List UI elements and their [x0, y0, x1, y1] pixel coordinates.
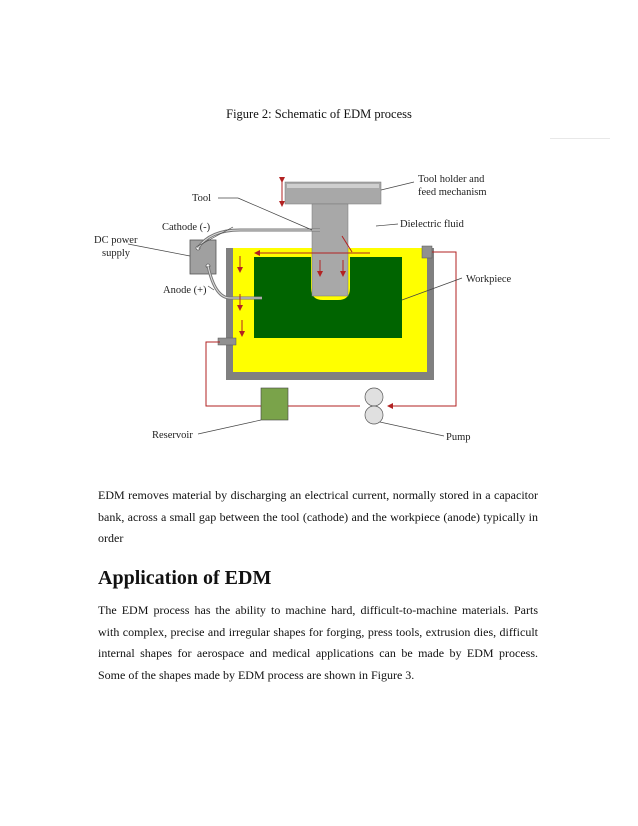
tool-electrode — [284, 181, 382, 297]
label-anode: Anode (+) — [163, 285, 207, 296]
label-reservoir: Reservoir — [152, 430, 193, 441]
label-tool-holder-1: Tool holder and — [418, 174, 485, 185]
section-heading: Application of EDM — [98, 567, 272, 589]
scan-line — [550, 138, 610, 139]
label-workpiece: Workpiece — [466, 274, 512, 285]
label-tool-holder-2: feed mechanism — [418, 187, 487, 198]
dc-power-supply-box — [189, 239, 217, 275]
pump-symbol — [364, 387, 384, 425]
flow-circuit — [205, 235, 457, 409]
label-pump: Pump — [446, 432, 471, 443]
figure-caption: Figure 2: Schematic of EDM process — [226, 107, 412, 121]
label-dc-power-1: DC power — [94, 235, 138, 246]
body-paragraph-2: The EDM process has the ability to machi… — [98, 603, 538, 682]
body-paragraph-1: EDM removes material by discharging an e… — [98, 488, 538, 545]
reservoir-box — [260, 387, 289, 421]
label-dc-power-2: supply — [102, 248, 131, 259]
label-dielectric: Dielectric fluid — [400, 219, 465, 230]
edm-schematic-diagram: Tool Cathode (-) DC power supply Anode (… — [94, 174, 512, 443]
workpiece-block — [254, 257, 402, 338]
label-tool: Tool — [192, 193, 211, 204]
label-cathode: Cathode (-) — [162, 222, 211, 233]
